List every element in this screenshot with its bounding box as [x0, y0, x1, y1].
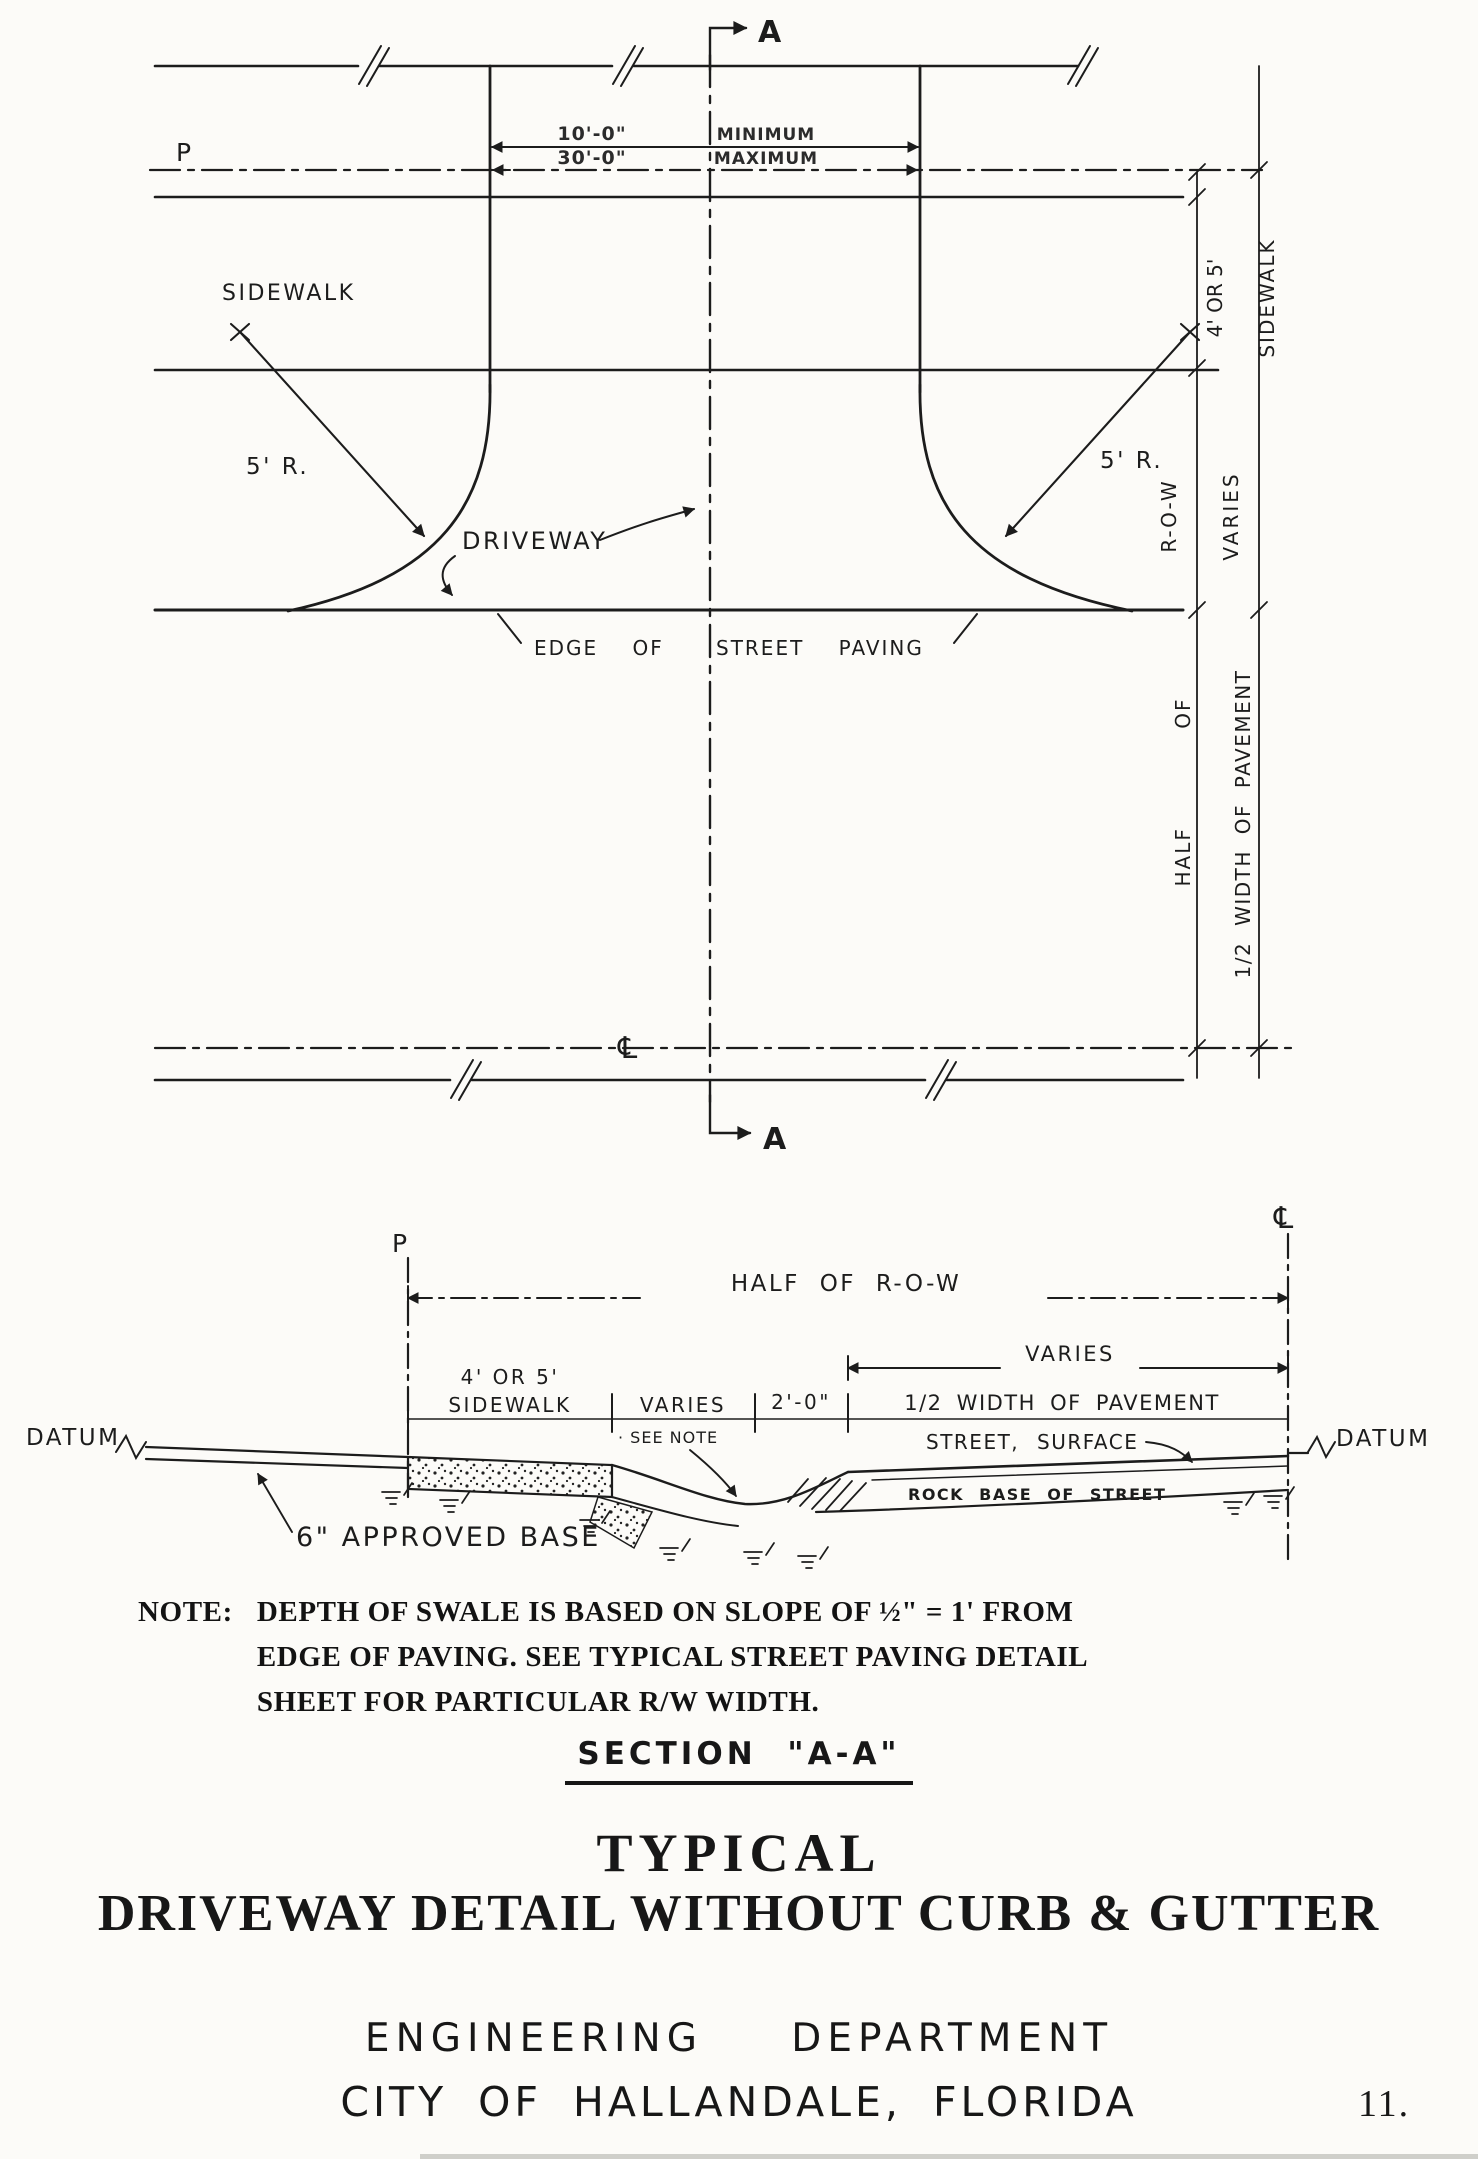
radius-label-right: 5' R. — [1100, 448, 1163, 474]
sheet-title-line2: DRIVEWAY DETAIL WITHOUT CURB & GUTTER — [97, 1885, 1381, 1942]
section-p-label: P — [392, 1229, 407, 1258]
x-tick — [1179, 322, 1201, 342]
note-lines: DEPTH OF SWALE IS BASED ON SLOPE OF ½" =… — [257, 1590, 1088, 1725]
rock-base-bottom — [814, 1488, 1290, 1514]
sidewalk-label: SIDEWALK — [222, 281, 356, 306]
street-surface-line — [846, 1454, 1290, 1474]
half-of-row-label: HALF OF R-O-W — [731, 1271, 961, 1297]
x-tick — [229, 322, 251, 342]
edge-of-paving-leaders — [497, 613, 978, 644]
rock-base-label: ROCK BASE OF STREET — [908, 1485, 1166, 1504]
page-number: 11. — [1358, 2083, 1411, 2125]
centerline-symbol: ℄ — [617, 1031, 637, 1066]
driveway-edges — [286, 64, 1134, 613]
datum-and-ground — [115, 1433, 1336, 1470]
rot-half-pavement: 1/2 WIDTH OF PAVEMENT — [1231, 670, 1255, 979]
section-leaders — [257, 1441, 1193, 1533]
datum-right-label: DATUM — [1336, 1426, 1430, 1452]
edge-of-label: EDGE OF — [534, 636, 664, 660]
break-mark — [612, 45, 644, 87]
rot-row: R-O-W — [1157, 479, 1181, 552]
street-paving-label: STREET PAVING — [716, 636, 924, 660]
rot-sidewalk: SIDEWALK — [1255, 238, 1279, 357]
note-label: NOTE: — [138, 1596, 233, 1628]
street-line-top — [153, 45, 1099, 87]
right-dimension-lines — [1188, 65, 1268, 1079]
street-line-bottom — [153, 1059, 1185, 1101]
rot-half-of: HALF OF — [1171, 698, 1195, 887]
section-labels: P ℄ HALF OF R-O-W VARIES 4' OR 5' SIDEWA… — [26, 1201, 1430, 1553]
radius-label-left: 5' R. — [246, 454, 309, 480]
section-title-row: SECTION "A-A" — [0, 1736, 1478, 1785]
dim-max-value: 30'-0" — [557, 147, 626, 169]
sheet-title-line1: TYPICAL — [596, 1823, 882, 1883]
break-mark — [358, 45, 390, 87]
plan-labels: A A P 10'-0" MINIMUM 30'-0" MAXIMUM SIDE… — [176, 15, 1279, 1157]
dim-max-word: MAXIMUM — [714, 149, 818, 169]
note-block: NOTE: DEPTH OF SWALE IS BASED ON SLOPE O… — [138, 1590, 1088, 1725]
break-mark — [450, 1059, 482, 1101]
driveway-flare-right — [918, 383, 1134, 613]
footer-city: CITY OF HALLANDALE, FLORIDA — [340, 2078, 1138, 2126]
section-view: P ℄ HALF OF R-O-W VARIES 4' OR 5' SIDEWA… — [26, 1201, 1430, 1570]
section-centerline-symbol: ℄ — [1273, 1201, 1293, 1236]
radius-leader-right — [1004, 322, 1201, 538]
subgrade-wedge — [589, 1496, 654, 1550]
sidewalk-word-label: SIDEWALK — [448, 1393, 571, 1417]
driveway-width-dimensions — [490, 141, 920, 176]
lower-dimension-line — [407, 1393, 1289, 1433]
property-line-label: P — [176, 138, 191, 167]
datum-left-label: DATUM — [26, 1425, 120, 1451]
half-pavement-label: 1/2 WIDTH OF PAVEMENT — [904, 1391, 1220, 1415]
varies-top-label: VARIES — [1025, 1342, 1115, 1366]
street-surface-label: STREET, SURFACE — [926, 1430, 1138, 1454]
driveway-leaders — [440, 506, 696, 596]
section-arrow-top — [708, 21, 748, 72]
sidewalk-width-label: 4' OR 5' — [461, 1365, 560, 1389]
street-structure — [787, 1454, 1290, 1514]
footer-department: ENGINEERING DEPARTMENT — [364, 2016, 1114, 2061]
rot-varies: VARIES — [1219, 471, 1243, 560]
sidewalk-slab — [406, 1455, 614, 1499]
section-label-top: A — [758, 15, 782, 50]
rot-sidewalk-width: 4' OR 5' — [1203, 259, 1227, 338]
two-feet-label: 2'-0" — [771, 1390, 831, 1414]
break-mark — [925, 1059, 957, 1101]
dim-min-value: 10'-0" — [557, 123, 626, 145]
scan-edge-artifact — [420, 2154, 1478, 2159]
section-a-a-title: SECTION "A-A" — [565, 1736, 913, 1785]
radius-leader-left — [229, 322, 426, 538]
approved-base-label: 6" APPROVED BASE — [296, 1522, 601, 1553]
rock-base-taper-hatch — [787, 1477, 867, 1512]
section-arrow-bottom — [708, 1093, 752, 1140]
datum-squiggle-left — [115, 1433, 147, 1461]
plan-view: A A P 10'-0" MINIMUM 30'-0" MAXIMUM SIDE… — [148, 15, 1294, 1157]
approved-base-leader — [257, 1473, 293, 1533]
varies-dimension — [846, 1355, 1290, 1381]
dim-min-word: MINIMUM — [717, 125, 815, 145]
street-surface-leader — [1145, 1441, 1193, 1463]
note-line-1: DEPTH OF SWALE IS BASED ON SLOPE OF ½" =… — [256, 1596, 1074, 1628]
section-label-bottom: A — [763, 1122, 787, 1157]
note-line-2: EDGE OF PAVING. SEE TYPICAL STREET PAVIN… — [256, 1641, 1089, 1673]
datum-squiggle-right — [1307, 1434, 1336, 1460]
break-mark — [1067, 45, 1099, 87]
driveway-flare-left — [286, 383, 492, 613]
driveway-label: DRIVEWAY — [462, 527, 607, 555]
varies-label: VARIES — [640, 1393, 726, 1417]
note-line-3: SHEET FOR PARTICULAR R/W WIDTH. — [256, 1686, 820, 1718]
see-note-label: · SEE NOTE — [618, 1428, 718, 1447]
half-row-dimension — [406, 1285, 1290, 1311]
see-note-leader — [689, 1449, 737, 1497]
